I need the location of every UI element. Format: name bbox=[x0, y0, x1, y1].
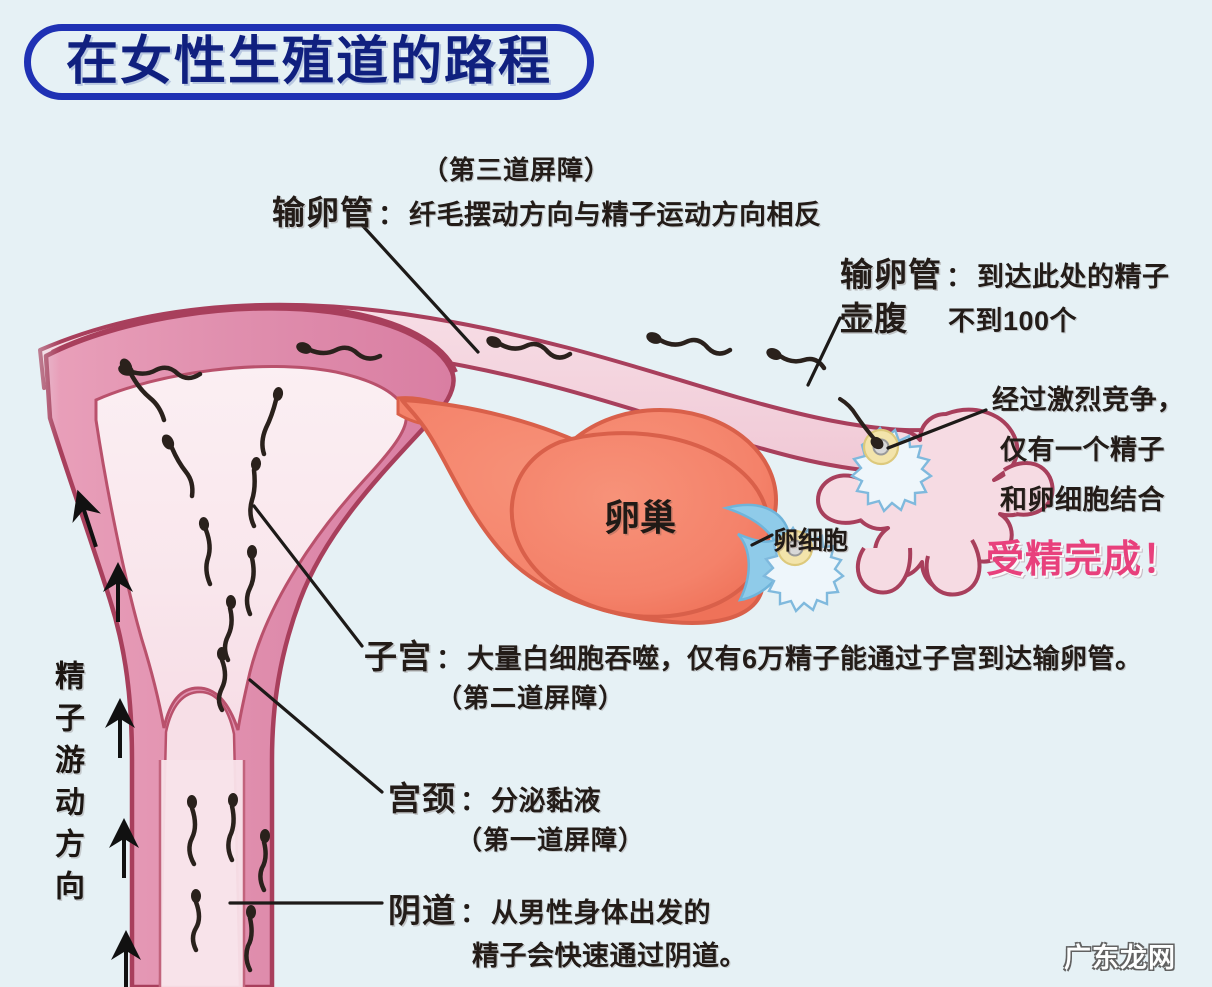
fertilization-note-line1: 经过激烈竞争， bbox=[992, 385, 1185, 415]
sperm-swim-direction-label: 精子游动方向 bbox=[50, 660, 83, 912]
fallopian-tube-annotation: 输卵管 ： 纤毛摆动方向与精子运动方向相反 bbox=[272, 186, 822, 234]
uterus-description: 大量白细胞吞噬，仅有6万精子能通过子宫到达输卵管。 bbox=[467, 644, 1143, 674]
vagina-colon: ： bbox=[460, 898, 487, 928]
leader-line-egg-cell bbox=[750, 533, 774, 547]
page-title-pill: 在女性生殖道的路程 bbox=[24, 24, 594, 100]
egg-cell-icon-ovulation bbox=[721, 503, 845, 614]
vagina-annotation: 阴道 ： 从男性身体出发的 bbox=[388, 884, 711, 932]
vagina-description-line2: 精子会快速通过阴道。 bbox=[472, 941, 747, 971]
leader-line-fallopian-tube bbox=[360, 223, 480, 354]
ovary-shape bbox=[396, 396, 778, 625]
uterus-colon: ： bbox=[436, 644, 463, 674]
fertilization-complete-badge: 受精完成！ bbox=[986, 539, 1182, 581]
leader-line-fertilization bbox=[886, 408, 988, 450]
page-title: 在女性生殖道的路程 bbox=[65, 33, 552, 91]
fallopian-tube-barrier-note: （第三道屏障） bbox=[422, 155, 612, 185]
ovary-label: 卵巢 bbox=[604, 497, 677, 538]
leader-line-uterus bbox=[252, 504, 364, 648]
egg-cell-icon-ampulla bbox=[838, 397, 934, 514]
ampulla-description-line1: 到达此处的精子 bbox=[977, 262, 1170, 292]
ampulla-annotation-line1: 输卵管 ： 到达此处的精子 bbox=[840, 248, 1170, 296]
cervix-description: 分泌黏液 bbox=[491, 786, 601, 816]
uterus-organ-label: 子宫 bbox=[364, 638, 432, 675]
leader-line-cervix bbox=[248, 678, 384, 794]
watermark: 广东龙网 bbox=[1064, 943, 1176, 973]
fertilization-note-line2: 仅有一个精子 bbox=[1000, 435, 1165, 465]
ampulla-colon: ： bbox=[946, 262, 973, 292]
cervix-annotation: 宫颈 ： 分泌黏液 bbox=[388, 772, 601, 820]
ampulla-annotation-line2: 壶腹 不到100个 bbox=[840, 292, 1077, 340]
sperm-icon-group-tube bbox=[129, 337, 827, 381]
sperm-head-group-uterus bbox=[119, 358, 284, 661]
fallopian-tube-colon: ： bbox=[378, 200, 405, 230]
up-arrow-icon-group bbox=[72, 489, 141, 987]
cervix-barrier-note: （第一道屏障） bbox=[456, 825, 646, 855]
cervix-organ-label: 宫颈 bbox=[388, 780, 456, 817]
sperm-icon-group-vagina bbox=[187, 803, 268, 973]
uterus-barrier-note: （第二道屏障） bbox=[436, 683, 626, 713]
vagina-description-line1: 从男性身体出发的 bbox=[491, 898, 711, 928]
fallopian-tube-organ-label: 输卵管 bbox=[272, 194, 374, 231]
uterus-shape bbox=[0, 290, 458, 987]
ampulla-description-line2: 不到100个 bbox=[948, 306, 1078, 336]
egg-cell-label: 卵细胞 bbox=[773, 527, 849, 555]
leader-line-ampulla bbox=[806, 316, 842, 387]
fertilization-note-line3: 和卵细胞结合 bbox=[1000, 485, 1165, 515]
fallopian-tube-description: 纤毛摆动方向与精子运动方向相反 bbox=[409, 200, 822, 230]
uterus-annotation: 子宫 ： 大量白细胞吞噬，仅有6万精子能通过子宫到达输卵管。 bbox=[364, 630, 1143, 678]
leader-line-group bbox=[228, 223, 988, 905]
cervix-colon: ： bbox=[460, 786, 487, 816]
sperm-head-group-vagina bbox=[186, 793, 271, 919]
vagina-organ-label: 阴道 bbox=[388, 892, 456, 929]
ampulla-organ-label-line2: 壶腹 bbox=[840, 300, 908, 337]
ampulla-organ-label-line1: 输卵管 bbox=[840, 256, 942, 293]
